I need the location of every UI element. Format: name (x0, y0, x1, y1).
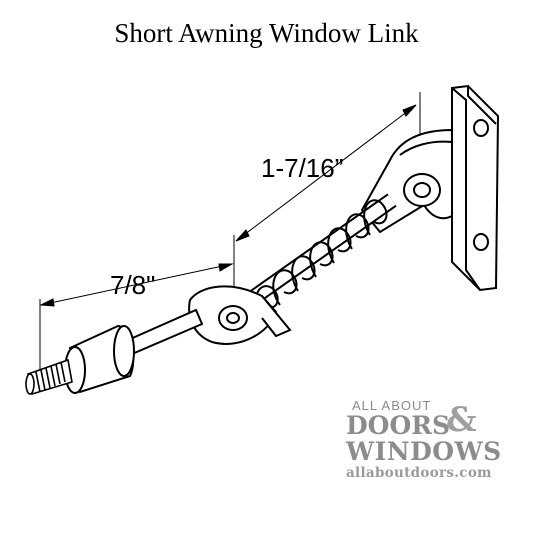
brand-logo: ALL ABOUT DOORS & WINDOWS allaboutdoors.… (346, 398, 502, 481)
arrowhead-long-right (402, 104, 417, 117)
dimension-line-short (40, 263, 233, 306)
logo-ampersand: & (446, 400, 477, 440)
coil-spring (245, 193, 397, 319)
bumper (64, 324, 135, 394)
dimension-label-short: 7/8" (110, 270, 156, 300)
threaded-stud (25, 358, 73, 396)
dimension-lines (39, 92, 421, 374)
link-plate (188, 285, 292, 345)
logo-windows: WINDOWS (346, 437, 502, 466)
dimension-line-long (235, 104, 417, 242)
logo-url: allaboutdoors.com (346, 465, 492, 481)
logo-tagline: ALL ABOUT (352, 398, 432, 413)
arrowhead-long-left (235, 229, 250, 242)
arrowhead-short-left (39, 298, 55, 307)
arrowhead-short-right (218, 263, 234, 272)
diagram-title: Short Awning Window Link (114, 18, 419, 48)
mounting-plate (451, 84, 500, 292)
dimension-label-long: 1-7/16” (261, 153, 344, 183)
rod (126, 308, 204, 356)
logo-doors: DOORS (346, 411, 451, 440)
